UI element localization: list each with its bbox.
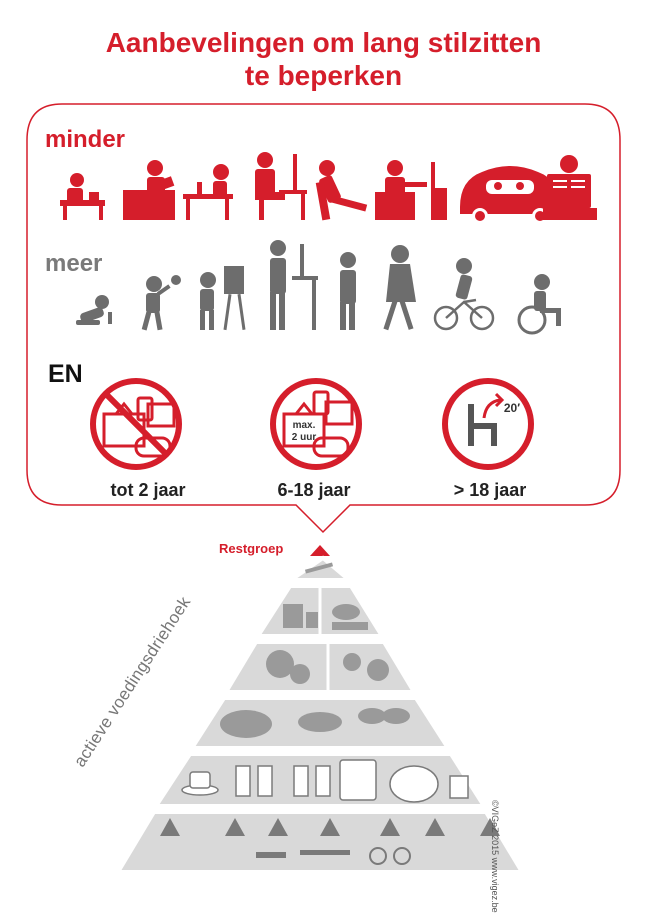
max-badge-line1: max. [293,420,316,431]
sitting-toddler-icon [60,173,105,220]
max-screen-time-icon: max. 2 uur [270,378,362,470]
and-label: EN [48,360,83,388]
age-label-18-plus: > 18 jaar [453,480,527,500]
title-line-1: Aanbevelingen om lang stilzitten [105,27,542,58]
less-label: minder [45,126,126,153]
wheelchair-user-icon [517,274,561,335]
stand-up-every-20-min-icon: 20′ [442,378,534,470]
child-throwing-ball-icon [141,275,181,331]
person-reading-icon [543,155,597,220]
child-painting-easel-icon [200,266,246,331]
person-watching-tv-icon [375,160,447,220]
crawling-baby-icon [76,295,112,325]
copyright-credit: ©VIGeZ 2015 www.vigez.be [490,800,500,913]
cyclist-icon [433,258,495,331]
page-title: Aanbevelingen om lang stilzitten te bepe… [0,26,647,92]
title-line-2: te beperken [244,60,403,91]
more-label: meer [45,250,103,277]
max-badge-line2: 2 uur [292,432,317,443]
more-activities-row [76,240,561,335]
child-drawing-icon [183,164,233,220]
age-label-6-18: 6-18 jaar [277,480,351,500]
office-worker-computer-icon [255,152,307,220]
age-label-0-2: tot 2 jaar [110,480,186,500]
walking-woman-icon [383,245,416,331]
child-at-desk-icon [123,160,175,220]
restgroup-marker-icon [310,545,330,556]
no-screens-icon [90,378,182,470]
twenty-minutes-badge: 20′ [504,401,520,415]
screen-rules-row: max. 2 uur 20′ [90,378,534,470]
standing-desk-worker-icon [270,240,318,330]
restgroup-label: Restgroep [219,541,284,556]
physical-activity-layer [114,810,526,874]
less-activities-row [60,152,597,224]
person-on-phone-standing-icon [340,252,356,330]
reclining-person-icon [315,160,368,221]
